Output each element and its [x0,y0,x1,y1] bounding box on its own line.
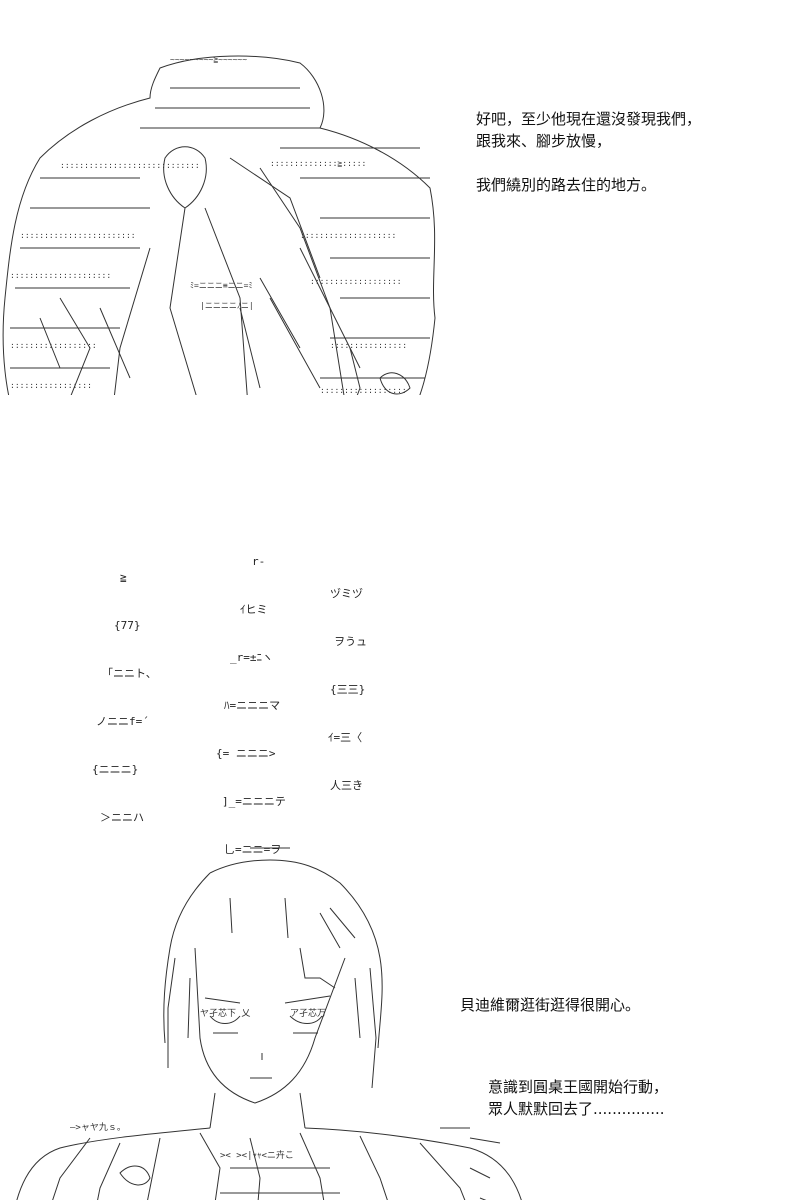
svg-text:::::::::::::::::: :::::::::::::::: [330,341,407,350]
portrait-art: ヤ孑芯下 乂 ア孑芯万 ―>ャヤ九ｓ。 >< ><|ｬｬ<ニ卉こ //三三≧zx… [16,847,522,1200]
svg-text:::::::::::::::≧:::::: ::::::::::::::≧::::: [270,159,366,168]
art-line: 「ニニト、 [102,667,157,680]
art-line: ヅミヅ [330,587,363,600]
svg-text:::::::::::::::::::: :::::::::::::::::: [320,386,407,395]
dialogue-line: 貝迪維爾逛街逛得很開心。 [460,996,641,1014]
art-line: _r=±ﾆヽ [230,651,273,664]
panel-crowd-leaving: ≧ {77} 「ニニト、 ノニニf=´ {ニニニ} ＞ニニハ r‐ ｲヒミ _r… [0,500,800,1118]
dialogue-box-2: 意識到圓桌王國開始行動， 眾人默默回去了............... [488,1076,668,1120]
svg-text:::::::::::::::::::: :::::::::::::::::: [10,341,97,350]
svg-text::::::::::::::::::: ::::::::::::::::: [10,381,92,390]
svg-text:ヤ孑芯下 乂: ヤ孑芯下 乂 [200,1007,250,1019]
art-line: ｲヒミ [240,603,268,616]
art-line: ヲうュ [334,635,367,648]
forest-crowd-illustration: ~~~~~~~~~≧~~~~~~ :::::::::::::::::::::::… [0,10,440,395]
svg-text:::::::::::::::::::::: :::::::::::::::::::: [300,231,396,240]
art-line: ＞ニニハ [100,811,144,824]
forest-crowd-art: ~~~~~~~~~≧~~~~~~ :::::::::::::::::::::::… [2,55,436,395]
svg-text:>< ><|ｬｬ<ニ卉こ: >< ><|ｬｬ<ニ卉こ [220,1149,294,1161]
svg-text:―>ャヤ九ｓ。: ―>ャヤ九ｓ。 [70,1122,126,1133]
svg-text::::::::::::::::::::: ::::::::::::::::::: [310,277,402,286]
dialogue-box-1: 好吧，至少他現在還沒發現我們， 跟我來、腳步放慢， 我們繞別的路去住的地方。 [476,108,701,196]
art-line: 人三き [330,779,363,792]
svg-text:~~~~~~~~~≧~~~~~~: ~~~~~~~~~≧~~~~~~ [170,55,247,64]
svg-text:::::::::::::::::::::::::: :::::::::::::::::::::::: [20,231,136,240]
panel-forest-scene: ~~~~~~~~~≧~~~~~~ :::::::::::::::::::::::… [0,0,800,400]
art-line: ≧ [120,571,127,584]
svg-text:ﾐ=ニニニ≡ニニ=ﾐ: ﾐ=ニニニ≡ニニ=ﾐ [190,281,252,290]
dialogue-line: 我們繞別的路去住的地方。 [476,176,657,194]
svg-text:ア孑芯万: ア孑芯万 [290,1007,326,1019]
art-line: 乚=ニニ=ヲ [224,843,282,856]
bedivere-portrait-illustration: ヤ孑芯下 乂 ア孑芯万 ―>ャヤ九ｓ。 >< ><|ｬｬ<ニ卉こ //三三≧zx… [0,800,540,1200]
dialogue-line: 跟我來、腳步放慢， [476,132,612,150]
crowd-figure-left: ≧ {77} 「ニニト、 ノニニf=´ {ニニニ} ＞ニニハ [92,538,157,858]
art-line: {三三} [330,683,366,696]
art-line: ﾊ=ニニニマ [224,699,281,712]
crowd-figure-right: ヅミヅ ヲうュ {三三} ｲ=三〈 人三き [326,554,367,826]
dialogue-line: 好吧，至少他現在還沒發現我們， [476,110,702,128]
svg-text:|ニニニニﾉニ|: |ニニニニﾉニ| [200,301,254,310]
art-line: {77} [114,619,141,632]
dialogue-line: 眾人默默回去了............... [488,1100,665,1118]
art-line: ｲ=三〈 [328,731,363,744]
dialogue-line: 意識到圓桌王國開始行動， [488,1078,669,1096]
art-line: {= ニニニ> [216,747,276,760]
crowd-figure-center: r‐ ｲヒミ _r=±ﾆヽ ﾊ=ニニニマ {= ニニニ> ]_=ニニニテ 乚=ニ… [212,522,286,890]
art-line: ]_=ニニニテ [222,795,286,808]
svg-text::::::::::::::::::::::::::::::: ::::::::::::::::::::::::::::: [60,161,200,170]
dialogue-box-3: 貝迪維爾逛街逛得很開心。 [460,994,640,1016]
panel-character-portrait: ヤ孑芯下 乂 ア孑芯万 ―>ャヤ九ｓ。 >< ><|ｬｬ<ニ卉こ //三三≧zx… [0,790,800,1200]
art-line: ノニニf=´ [96,715,149,728]
svg-text::::::::::::::::::::::: ::::::::::::::::::::: [10,271,111,280]
dialogue-gap [476,152,701,174]
art-line: {ニニニ} [92,763,139,776]
art-line: r‐ [252,555,266,568]
